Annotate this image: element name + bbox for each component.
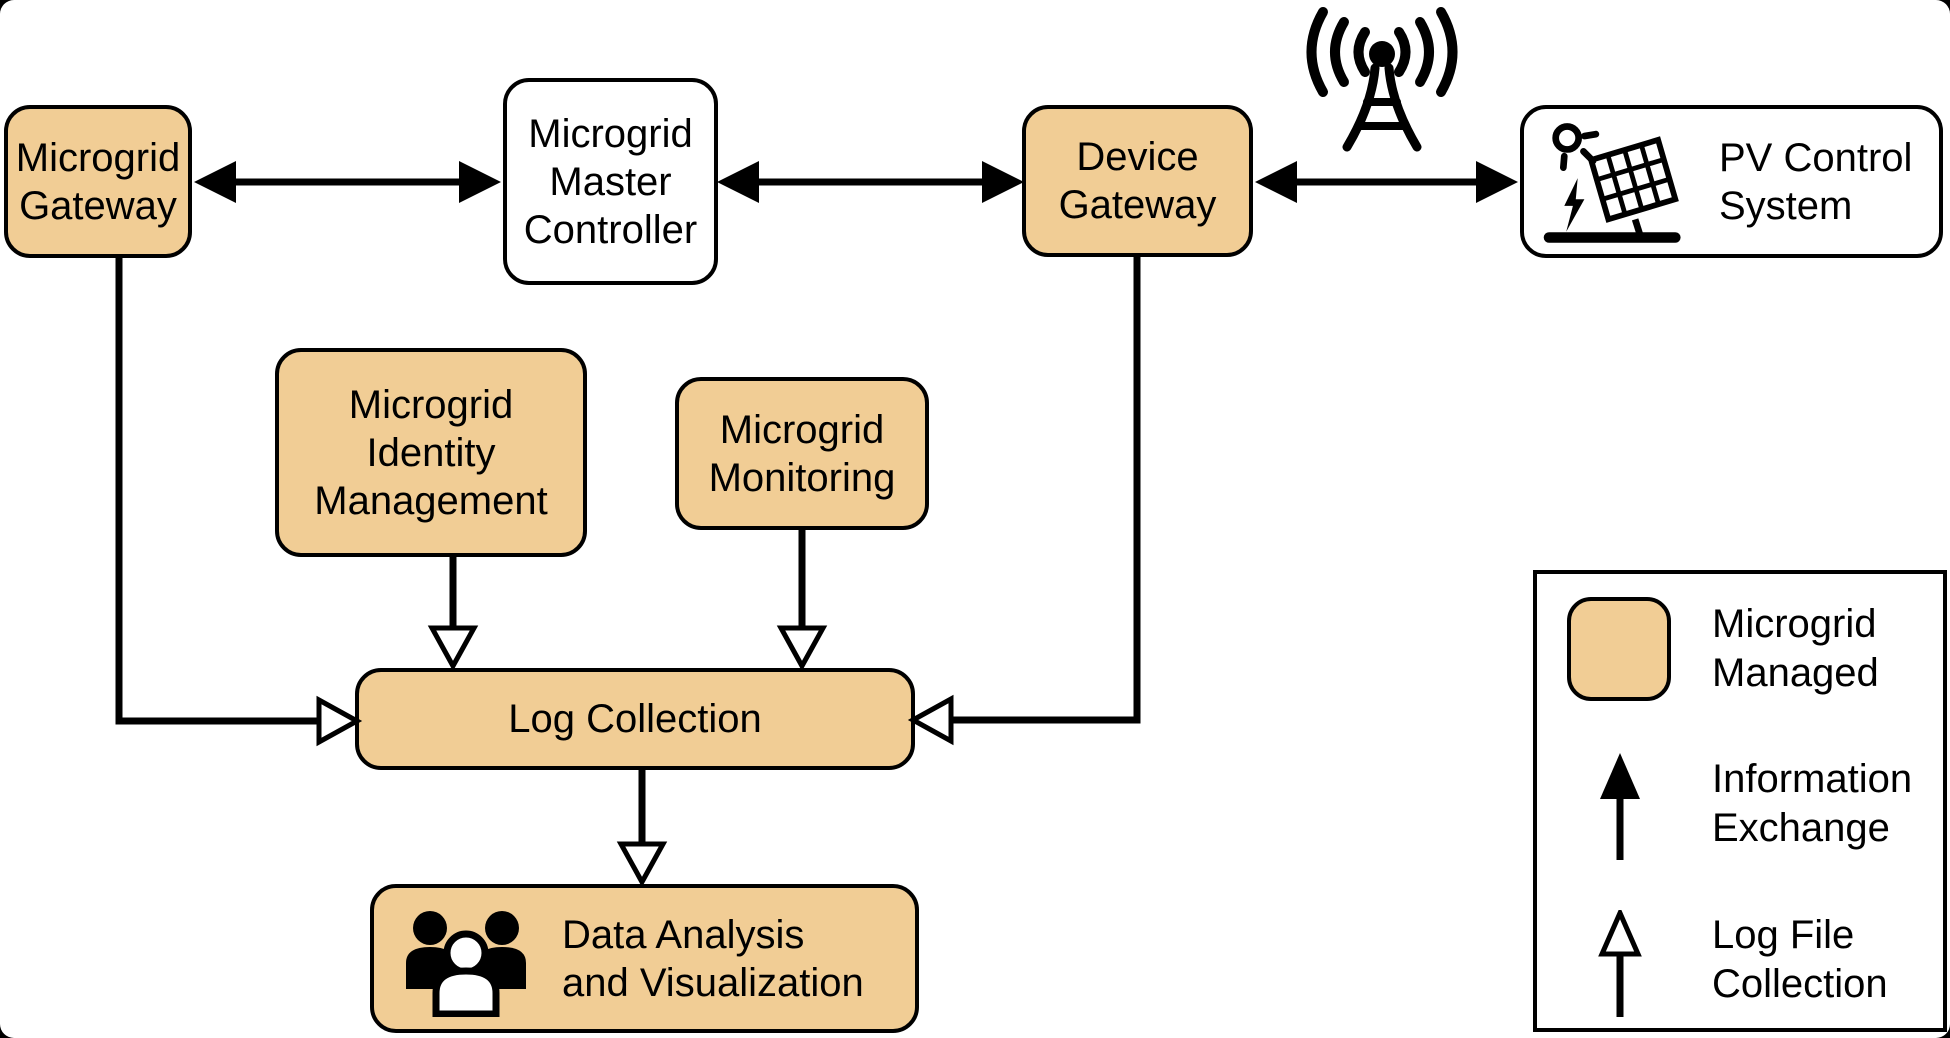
antenna-icon [1306, 7, 1458, 152]
legend-managed-label: Microgrid Managed [1712, 602, 1879, 695]
node-monitoring: Microgrid Monitoring [675, 377, 929, 530]
edge-logcollection-dataanalysis [616, 770, 668, 888]
node-pv-control-system: PV Control System [1520, 105, 1943, 258]
edge-monitoring-logcollection [776, 530, 828, 672]
edge-devicegateway-logcollection [907, 257, 1141, 746]
identity-management-label: Microgrid Identity Management [314, 382, 548, 523]
people-icon [406, 910, 526, 1017]
edge-controller-devicegateway [717, 161, 1024, 203]
solid-arrow-icon [1600, 753, 1640, 860]
legend-information-exchange-label: Information Exchange [1712, 757, 1913, 850]
master-controller-label: Microgrid Master Controller [523, 111, 698, 252]
microgrid-gateway-label: Microgrid Gateway [15, 135, 181, 228]
legend-managed-swatch [1567, 597, 1671, 701]
edge-identity-logcollection [427, 557, 479, 672]
node-microgrid-gateway: Microgrid Gateway [4, 105, 192, 258]
legend: Microgrid Managed Information Exchange L… [1533, 570, 1947, 1032]
pv-control-system-label: PV Control System [1719, 135, 1913, 228]
node-log-collection: Log Collection [355, 668, 915, 770]
edge-gateway-controller [194, 161, 501, 203]
log-collection-label: Log Collection [508, 697, 762, 741]
solar-panel-icon [1543, 122, 1681, 243]
node-master-controller: Microgrid Master Controller [503, 78, 718, 285]
edge-devicegateway-pv [1255, 161, 1518, 203]
device-gateway-label: Device Gateway [1058, 135, 1217, 227]
data-analysis-label: Data Analysis and Visualization [562, 912, 864, 1005]
node-data-analysis: Data Analysis and Visualization [370, 884, 919, 1033]
monitoring-label: Microgrid Monitoring [708, 407, 896, 500]
node-identity-management: Microgrid Identity Management [275, 348, 587, 557]
node-device-gateway: Device Gateway [1022, 105, 1253, 257]
hollow-arrow-icon [1598, 910, 1642, 1017]
legend-log-file-collection-label: Log File Collection [1712, 913, 1888, 1006]
